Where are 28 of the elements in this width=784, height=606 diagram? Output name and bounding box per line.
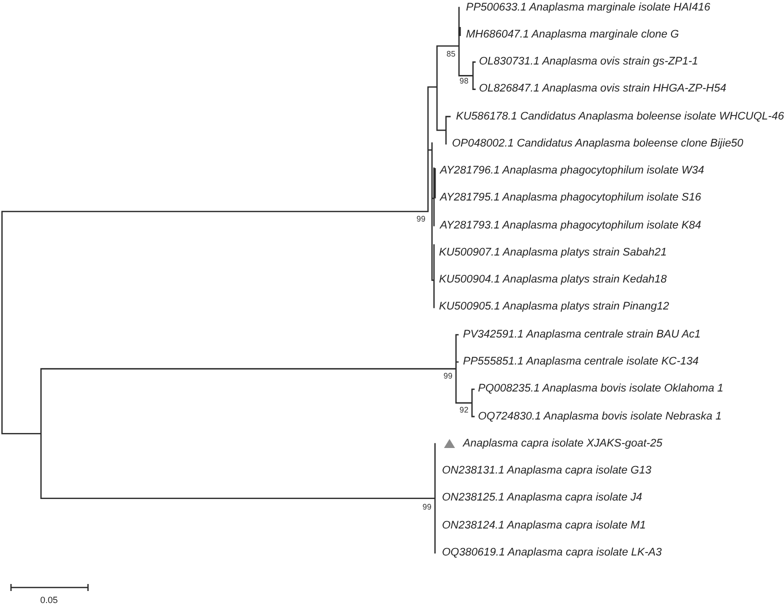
bootstrap-value: 85 (446, 50, 456, 58)
taxon-label: OL830731.1 Anaplasma ovis strain gs-ZP1-1 (479, 56, 698, 69)
bootstrap-value: 92 (460, 406, 468, 414)
taxon-label: MH686047.1 Anaplasma marginale clone G (466, 28, 679, 42)
taxon-label: Anaplasma capra isolate XJAKS-goat-25 (463, 437, 662, 450)
taxon-label: OQ380619.1 Anaplasma capra isolate LK-A3 (442, 546, 662, 560)
bootstrap-value: 98 (460, 76, 468, 86)
taxon-label: KU500907.1 Anaplasma platys strain Sabah21 (439, 246, 667, 260)
taxon-label: PQ008235.1 Anaplasma bovis isolate Oklahoma 1 (478, 382, 724, 396)
scale-value: 0.05 (40, 595, 58, 605)
bootstrap-value: 99 (416, 214, 426, 224)
taxon-label: AY281795.1 Anaplasma phagocytophilum isolate S16 (440, 192, 702, 205)
taxon-label: ON238131.1 Anaplasma capra isolate G13 (442, 464, 652, 478)
bootstrap-value: 99 (444, 372, 452, 380)
taxon-label: KU586178.1 Candidatus Anaplasma boleense isolate WHCUQL-46 (456, 110, 784, 124)
taxon-label: OP048002.1 Candidatus Anaplasma boleense clone Bijie50 (452, 137, 744, 150)
taxon-label: OQ724830.1 Anaplasma bovis isolate Nebraska 1 (478, 410, 722, 424)
taxon-label: PP555851.1 Anaplasma centrale isolate KC-134 (463, 356, 699, 368)
taxon-label: AY281796.1 Anaplasma phagocytophilum isolate W34 (440, 164, 704, 178)
taxon-label: PP500633.1 Anaplasma marginale isolate HAI416 (466, 1, 710, 14)
taxon-label: ON238125.1 Anaplasma capra isolate J4 (442, 492, 642, 505)
taxon-label: ON238124.1 Anaplasma capra isolate M1 (442, 519, 646, 532)
bootstrap-value: 99 (422, 502, 432, 512)
taxon-label: PV342591.1 Anaplasma centrale strain BAU Ac1 (463, 328, 701, 342)
taxon-label: KU500905.1 Anaplasma platys strain Pinang12 (439, 300, 670, 314)
taxon-label: AY281793.1 Anaplasma phagocytophilum isolate K84 (440, 219, 702, 232)
taxon-label: KU500904.1 Anaplasma platys strain Kedah18 (439, 274, 667, 287)
taxon-label: OL826847.1 Anaplasma ovis strain HHGA-ZP-H54 (479, 82, 726, 96)
